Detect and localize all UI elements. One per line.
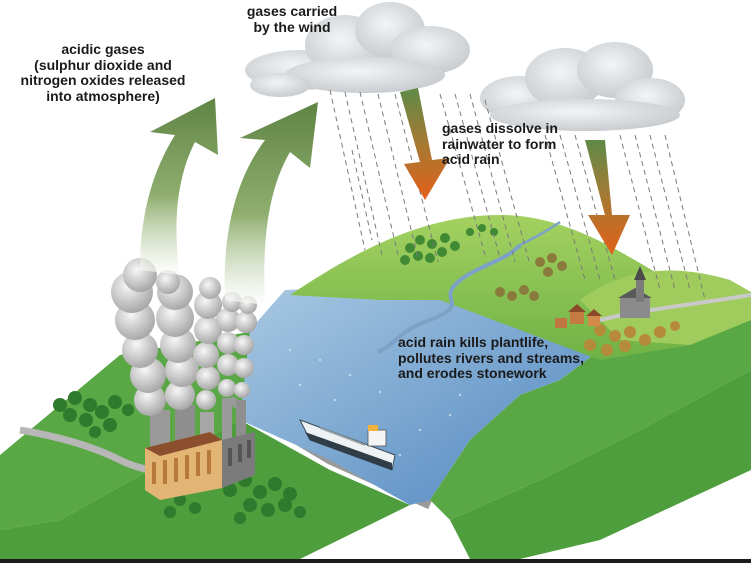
cloud-icon	[245, 2, 685, 131]
acidic-gases-label: acidic gases (sulphur dioxide and nitrog…	[20, 41, 186, 104]
ship-icon	[298, 419, 396, 471]
acid-rain-arrows	[400, 88, 630, 255]
gases-dissolve-label: gases dissolve in rainwater to form acid…	[442, 120, 558, 167]
acid-rain-effects-label: acid rain kills plantlife, pollutes rive…	[398, 334, 584, 381]
left-forest	[53, 391, 306, 524]
bottom-border	[0, 559, 751, 563]
village	[555, 304, 602, 328]
gases-carried-label: gases carried by the wind	[246, 3, 338, 35]
smoke-plume-icon	[111, 258, 257, 416]
water-body	[240, 285, 600, 505]
church-icon	[618, 266, 652, 318]
factory-icon	[145, 398, 255, 500]
rain-icon	[329, 89, 706, 301]
rising-gas-arrows	[140, 98, 318, 305]
